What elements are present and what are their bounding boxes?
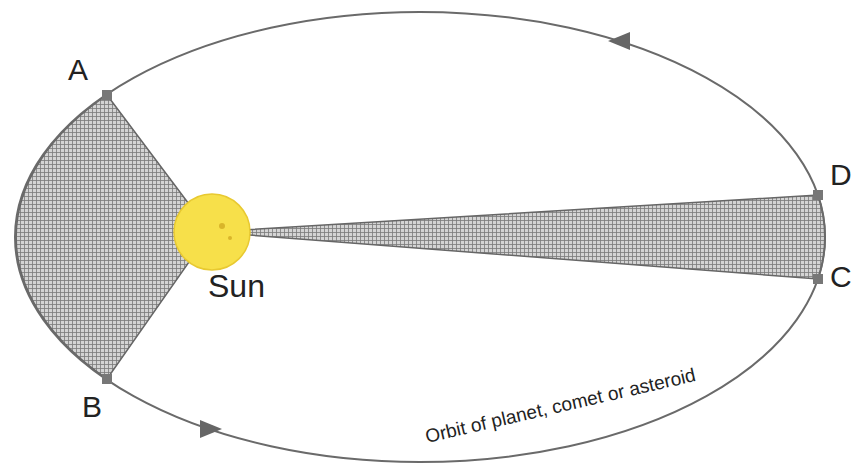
point-label: C — [830, 262, 852, 292]
direction-arrow — [200, 420, 222, 438]
sun-spot — [219, 223, 225, 229]
sun-disc — [174, 194, 250, 270]
orbit-point — [813, 190, 823, 200]
orbit-point — [102, 374, 112, 384]
orbit-point — [102, 90, 112, 100]
direction-arrow — [608, 32, 630, 50]
point-label: D — [830, 160, 852, 190]
point-label: B — [82, 392, 102, 422]
swept-area — [210, 195, 825, 279]
sun-label: Sun — [208, 270, 265, 302]
orbit-ellipse — [15, 12, 825, 462]
point-label: A — [68, 55, 88, 85]
orbit-caption: Orbit of planet, comet or asteroid — [423, 365, 697, 446]
orbit-point — [813, 274, 823, 284]
sun-spot — [228, 236, 232, 240]
